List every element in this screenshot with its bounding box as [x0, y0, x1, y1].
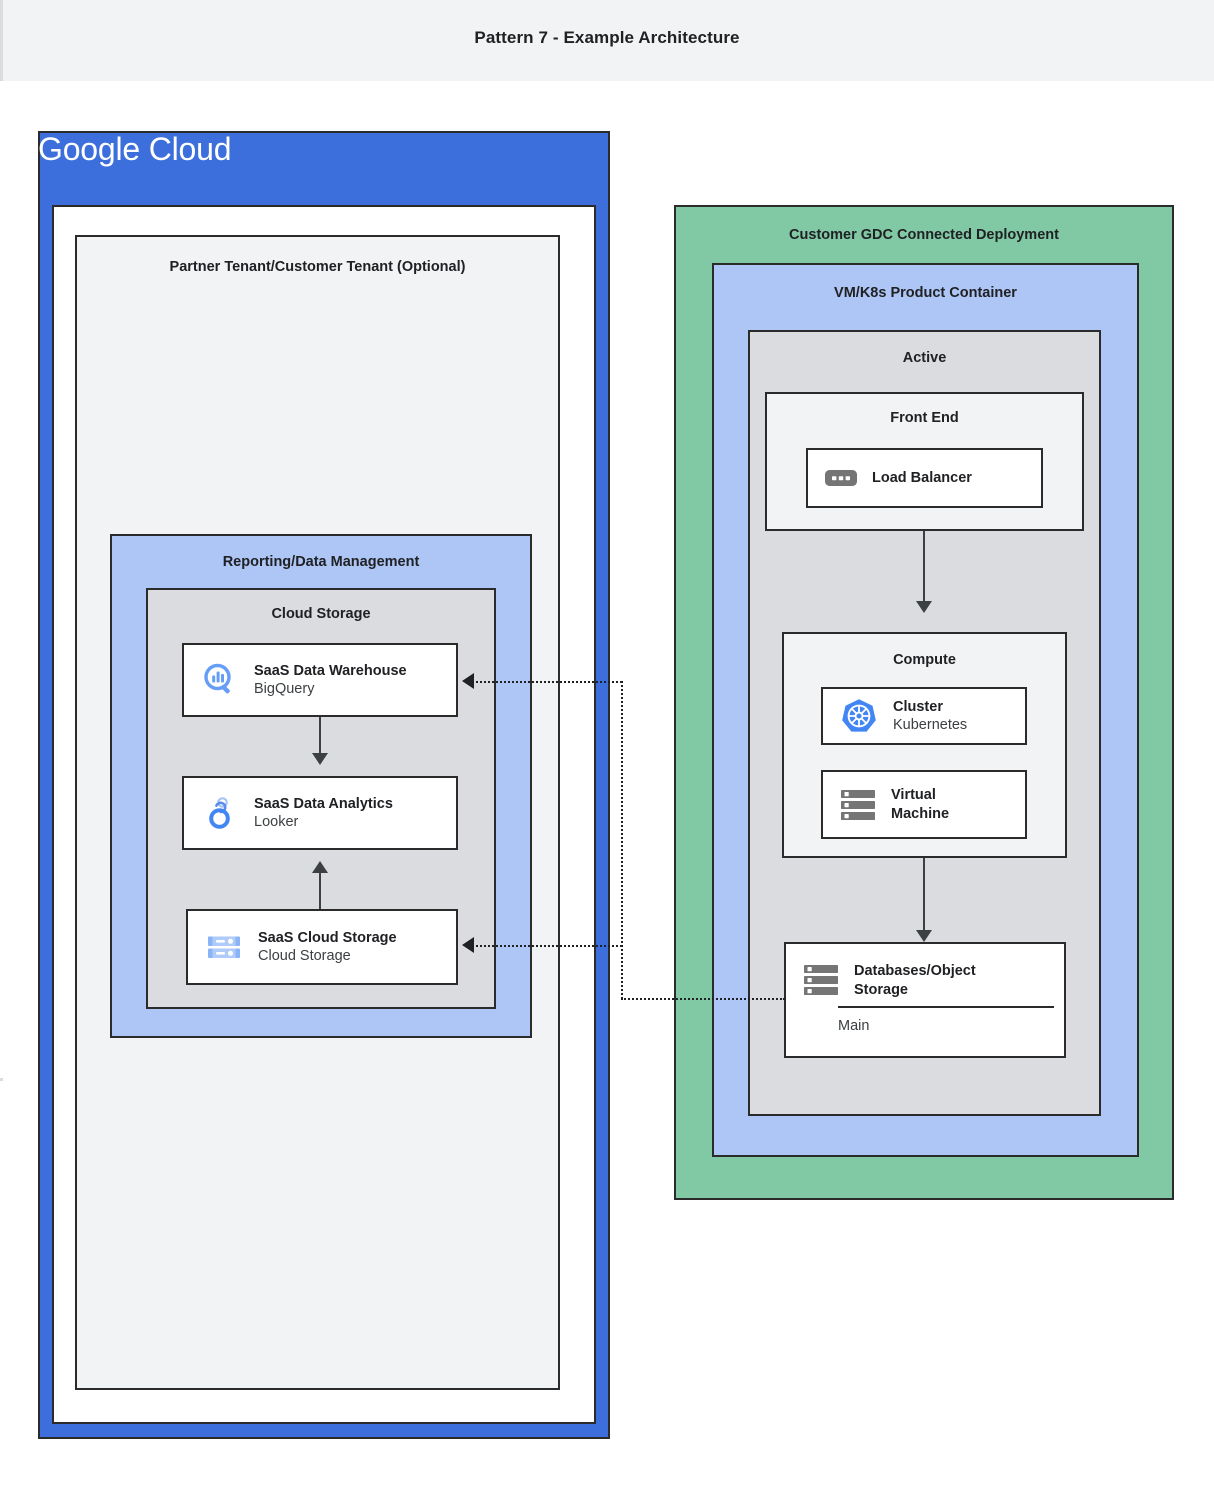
node-text: SaaS Data Analytics Looker: [254, 795, 456, 832]
node-title: Cluster: [893, 698, 943, 715]
arrowhead-warehouse-to-analytics: [312, 753, 328, 765]
node-databases-object-storage[interactable]: Databases/Object Storage Main: [784, 942, 1066, 1058]
arrowhead-frontend-to-compute: [916, 601, 932, 613]
load-balancer-icon: [824, 467, 858, 489]
logo-cloud-text: Cloud: [148, 131, 232, 167]
node-text: SaaS Cloud Storage Cloud Storage: [258, 929, 456, 966]
connector-storage-to-analytics: [319, 872, 321, 910]
bigquery-icon: [200, 660, 240, 700]
node-title: SaaS Cloud Storage: [258, 929, 397, 946]
database-text: Databases/Object Storage: [854, 962, 976, 1000]
left-edge-tick: [0, 1078, 3, 1081]
logo-google-text: Google: [38, 131, 140, 167]
node-title-line1: Virtual: [891, 787, 936, 804]
google-cloud-logo: Google Cloud: [38, 131, 232, 168]
virtual-machine-icon: [839, 787, 877, 823]
node-subtitle: BigQuery: [254, 680, 315, 697]
partner-tenant-title: Partner Tenant/Customer Tenant (Optional…: [169, 259, 466, 275]
gdc-deployment-title: Customer GDC Connected Deployment: [789, 227, 1059, 243]
node-subtitle: Looker: [254, 813, 299, 830]
cloud-storage-icon: [204, 927, 244, 967]
kubernetes-icon: [839, 696, 879, 736]
database-header: Databases/Object Storage: [786, 944, 1064, 1000]
node-text: Virtual Machine: [891, 786, 1025, 822]
node-title: SaaS Data Analytics: [254, 795, 393, 812]
database-icon: [802, 962, 840, 998]
node-subtitle: Kubernetes: [893, 716, 968, 733]
node-cluster-kubernetes[interactable]: Cluster Kubernetes: [821, 687, 1027, 745]
node-text: Cluster Kubernetes: [893, 698, 1025, 735]
node-saas-cloud-storage[interactable]: SaaS Cloud Storage Cloud Storage: [186, 909, 458, 985]
dotted-run-from-database: [621, 998, 785, 1000]
looker-icon: [200, 793, 240, 833]
node-virtual-machine[interactable]: Virtual Machine: [821, 770, 1027, 839]
arrowhead-to-cloud-storage: [462, 937, 474, 953]
node-saas-data-analytics[interactable]: SaaS Data Analytics Looker: [182, 776, 458, 850]
frontend-title: Front End: [890, 410, 959, 426]
node-saas-data-warehouse[interactable]: SaaS Data Warehouse BigQuery: [182, 643, 458, 717]
node-load-balancer[interactable]: Load Balancer: [806, 448, 1043, 508]
compute-title: Compute: [893, 652, 956, 668]
dotted-branch-to-cloud-storage: [476, 945, 622, 947]
page-title: Pattern 7 - Example Architecture: [474, 28, 740, 47]
dotted-branch-to-warehouse: [476, 681, 622, 683]
reporting-title: Reporting/Data Management: [222, 554, 420, 570]
active-title: Active: [902, 350, 947, 366]
vm-k8s-title: VM/K8s Product Container: [834, 285, 1017, 301]
database-title-line2: Storage: [854, 981, 908, 998]
connector-compute-to-database: [923, 858, 925, 934]
cloud-storage-title: Cloud Storage: [271, 606, 371, 622]
node-title: Load Balancer: [872, 469, 972, 486]
node-title: SaaS Data Warehouse: [254, 662, 407, 679]
dotted-trunk-vertical: [621, 681, 623, 999]
node-title-line2: Machine: [891, 805, 950, 822]
database-subtitle: Main: [838, 1018, 870, 1034]
connector-warehouse-to-analytics: [319, 717, 321, 757]
node-text: Load Balancer: [872, 469, 1041, 487]
arrowhead-to-warehouse: [462, 673, 474, 689]
connector-frontend-to-compute: [923, 531, 925, 605]
node-text: SaaS Data Warehouse BigQuery: [254, 662, 456, 699]
database-divider: [838, 1006, 1054, 1008]
arrowhead-compute-to-database: [916, 930, 932, 942]
header-band: [0, 0, 1214, 81]
database-title-line1: Databases/Object: [854, 963, 976, 979]
page-left-edge: [0, 81, 3, 1492]
node-subtitle: Cloud Storage: [258, 947, 351, 964]
arrowhead-storage-to-analytics: [312, 861, 328, 873]
